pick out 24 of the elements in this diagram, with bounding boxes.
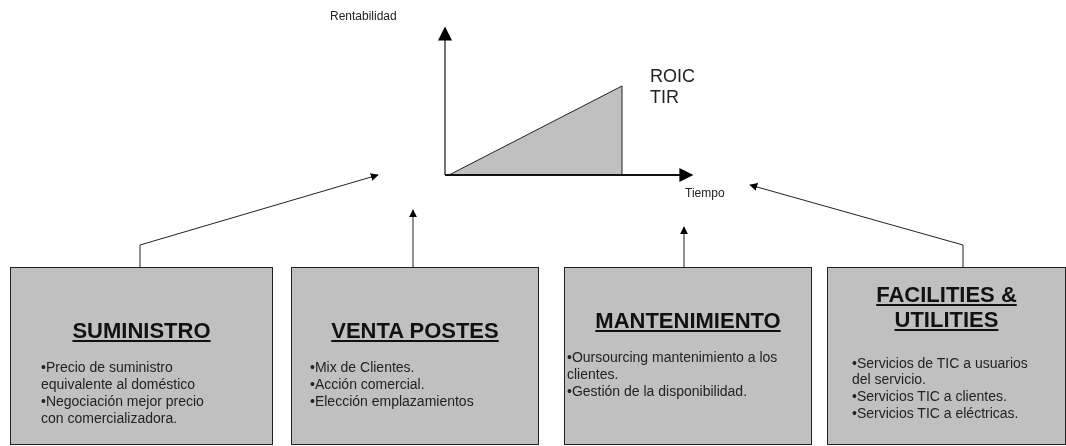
bullet-text: •Servicios TIC a eléctricas. — [851, 405, 1020, 422]
arrow — [409, 209, 417, 268]
bullet-text: •Elección emplazamientos — [309, 392, 475, 410]
bullet-text: •Negociación mejor precio con comercializadora. — [40, 392, 205, 427]
bullet-text: •Acción comercial. — [309, 376, 426, 393]
box-heading: MANTENIMIENTO — [595, 308, 781, 334]
process-box — [291, 267, 539, 445]
box-heading: FACILITIES & UTILITIES — [875, 282, 1018, 333]
process-box — [827, 267, 1066, 445]
bullet-text: •Servicios de TIC a usuarios del servicio. — [851, 354, 1029, 389]
arrow — [749, 183, 964, 268]
box-heading: SUMINISTRO — [72, 318, 211, 344]
bullet-text: •Gestión de la disponibilidad. — [566, 382, 749, 400]
arrow — [139, 173, 379, 268]
process-box — [564, 267, 812, 445]
axis-label: Rentabilidad — [330, 10, 397, 24]
process-box — [10, 267, 273, 445]
bullet-text: •Mix de Clientes. — [309, 359, 416, 377]
box-heading: VENTA POSTES — [331, 318, 499, 344]
arrow — [680, 226, 688, 268]
bullet-text: •Oursourcing mantenimiento a los clientes. — [566, 349, 779, 383]
bullet-text: •Servicios TIC a clientes. — [851, 388, 1008, 405]
bullet-text: •Precio de suministro equivalente al doméstico — [40, 359, 197, 393]
axis-label: Tiempo — [685, 187, 725, 201]
